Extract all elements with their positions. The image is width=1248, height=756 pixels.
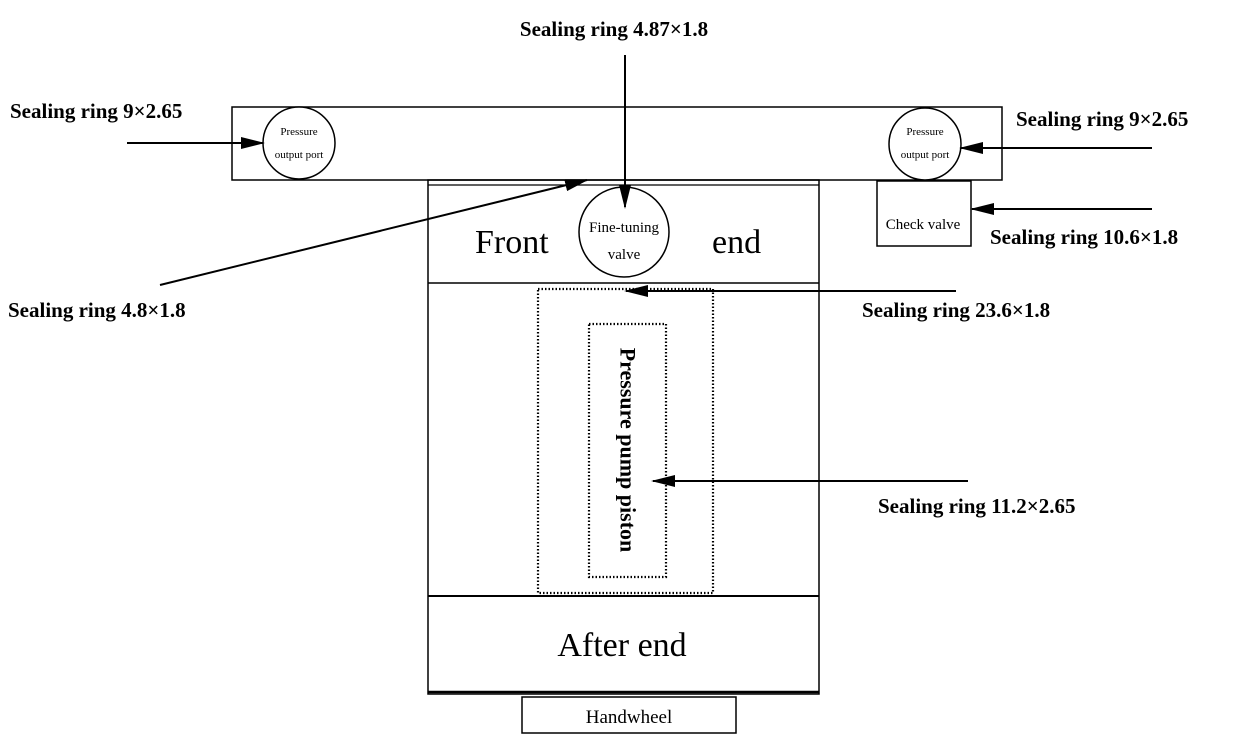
- pressure-port-left-line2: output port: [275, 149, 324, 161]
- check-valve-box: [876, 180, 972, 247]
- check-valve-label: Check valve: [886, 217, 961, 233]
- pressure-port-left-circle: [262, 106, 336, 180]
- front-label: Front: [475, 224, 549, 261]
- arrow-left-mid: [159, 179, 589, 286]
- ring-chamber-label: Sealing ring 23.6×1.8: [862, 298, 1050, 322]
- fine-tuning-valve-line2: valve: [608, 247, 641, 263]
- handwheel-box: [521, 696, 737, 734]
- ring-left-mid-label: Sealing ring 4.8×1.8: [8, 298, 186, 322]
- manifold-bar: [231, 106, 1003, 181]
- pressure-port-left-line1: Pressure: [280, 126, 317, 138]
- after-end-label: After end: [557, 627, 686, 664]
- fine-tuning-valve-line1: Fine-tuning: [589, 220, 659, 236]
- ring-right-top-label: Sealing ring 9×2.65: [1016, 107, 1188, 131]
- pressure-port-right-line2: output port: [901, 149, 950, 161]
- piston-label: Pressure pump piston: [616, 348, 641, 553]
- pressure-port-right-line1: Pressure: [906, 126, 943, 138]
- ring-left-top-label: Sealing ring 9×2.65: [10, 99, 182, 123]
- end-label: end: [712, 224, 761, 261]
- pump-body: [427, 179, 820, 695]
- ring-check-valve-label: Sealing ring 10.6×1.8: [990, 225, 1178, 249]
- ring-piston-label: Sealing ring 11.2×2.65: [878, 494, 1076, 518]
- pressure-port-right-circle: [888, 107, 962, 181]
- ring-top-label: Sealing ring 4.87×1.8: [520, 17, 708, 41]
- piston-dotted: [587, 322, 668, 579]
- handwheel-label: Handwheel: [586, 707, 673, 728]
